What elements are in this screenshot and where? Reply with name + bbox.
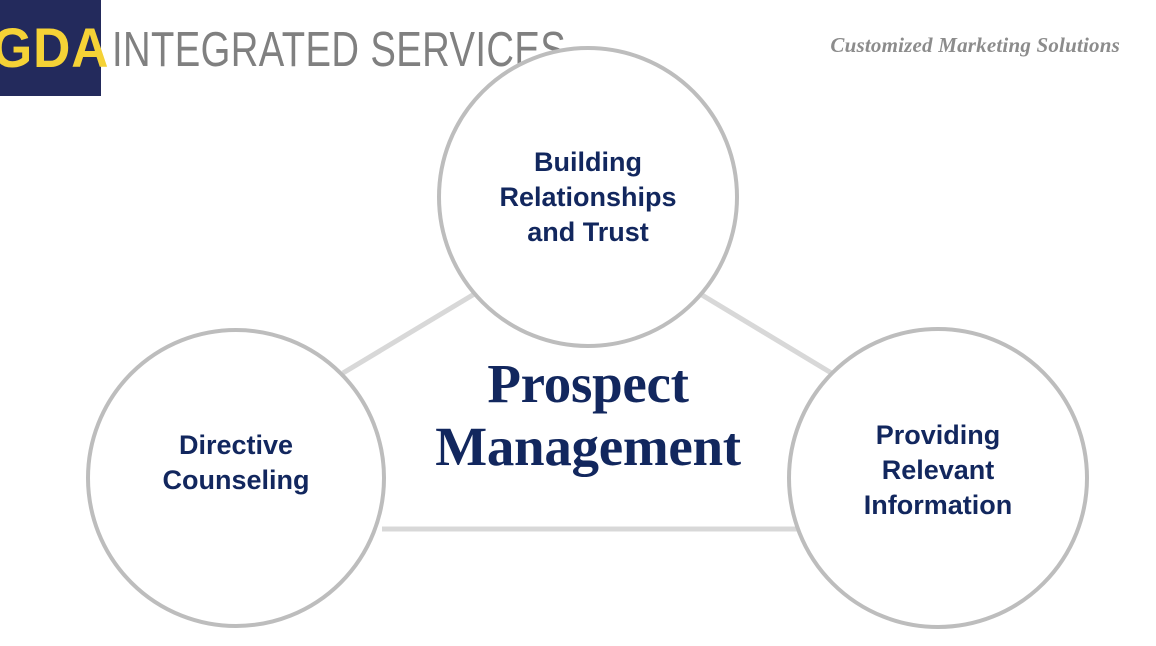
company-tagline: Customized Marketing Solutions	[830, 33, 1120, 57]
circle-directive-counseling[interactable]	[86, 328, 386, 628]
node-label-building-relationships-and-trust: Building Relationships and Trust	[499, 147, 677, 247]
diagram-center-title: Prospect Management	[435, 353, 741, 477]
circle-providing-relevant-information[interactable]	[787, 327, 1089, 629]
slide-header: GDA INTEGRATED SERVICES Customized Marke…	[0, 0, 1156, 100]
gda-logo-mark: GDA	[0, 0, 108, 96]
connector-left-to-top	[341, 287, 483, 376]
circle-building-relationships-and-trust[interactable]	[437, 46, 739, 348]
logo-mark-text: GDA	[0, 16, 110, 79]
node-label-providing-relevant-information: Providing Relevant Information	[863, 420, 1013, 520]
node-label-directive-counseling: Directive Counseling	[162, 430, 310, 495]
logo-wordmark: INTEGRATED SERVICES	[112, 23, 567, 77]
connector-top-to-right	[695, 289, 835, 377]
